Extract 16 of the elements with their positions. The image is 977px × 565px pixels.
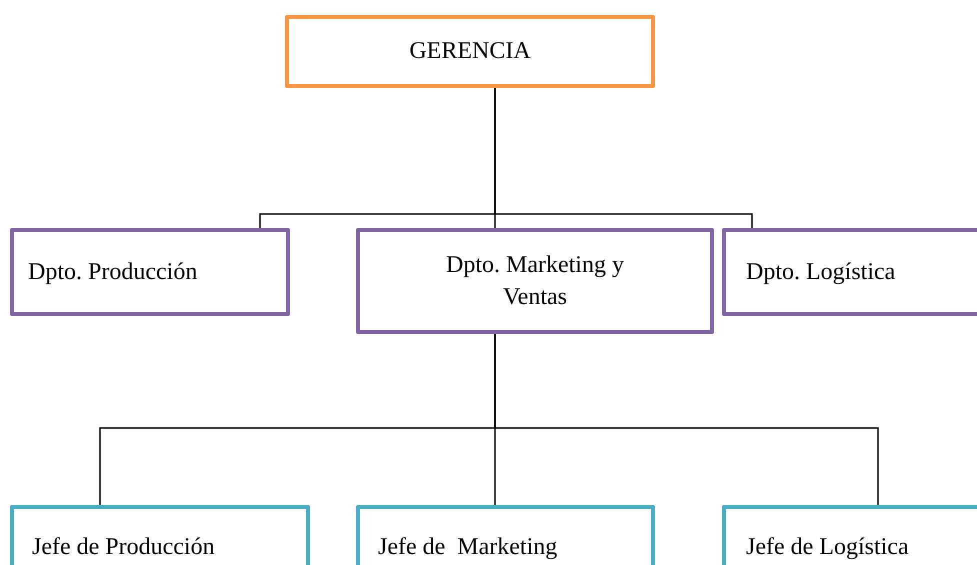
box-label: Dpto. Producción [28, 258, 198, 287]
box-label: Jefe de Marketing [378, 533, 558, 562]
box-label: GERENCIA [409, 37, 531, 66]
box-label: Dpto. Marketing y Ventas [445, 250, 625, 312]
department-box [722, 228, 977, 316]
connector-line [494, 88, 753, 228]
box-label: Dpto. Logística [746, 258, 896, 287]
department-box [356, 228, 714, 334]
role-box [356, 505, 655, 565]
department-box [10, 228, 290, 316]
management-box [285, 15, 655, 88]
connector-line [494, 334, 879, 505]
box-label: Jefe de Producción [32, 533, 215, 562]
box-label: Jefe de Logística [746, 533, 909, 562]
role-box [10, 505, 310, 565]
role-box [722, 505, 977, 565]
